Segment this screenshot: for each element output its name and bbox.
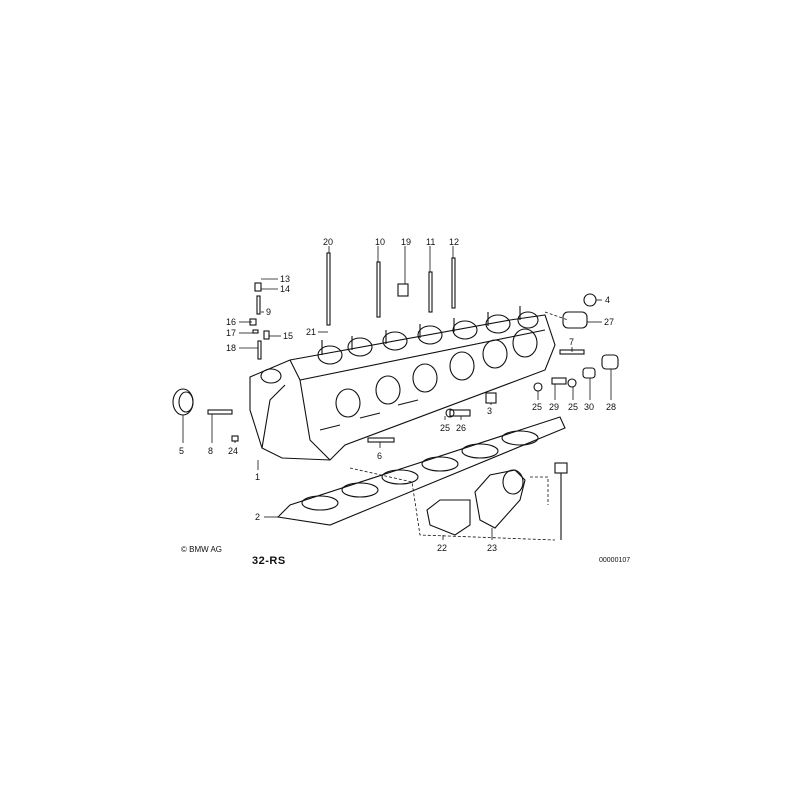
callout-7: 7: [569, 337, 574, 347]
callout-19: 19: [401, 237, 411, 247]
callout-2: 2: [255, 512, 260, 522]
guide-lines: [349, 311, 569, 541]
callout-21: 21: [306, 327, 316, 337]
callout-20: 20: [323, 237, 333, 247]
diagram-reference-number: 00000107: [599, 557, 631, 564]
callout-25-b: 25: [532, 402, 542, 412]
callout-23: 23: [487, 543, 497, 553]
callout-4: 4: [605, 295, 610, 305]
callout-30: 30: [584, 402, 594, 412]
callout-26: 26: [456, 423, 466, 433]
callout-14: 14: [280, 284, 290, 294]
callout-10: 10: [375, 237, 385, 247]
callout-17: 17: [226, 328, 236, 338]
callout-8: 8: [208, 446, 213, 456]
callout-27: 27: [604, 317, 614, 327]
callout-25-a: 25: [440, 423, 450, 433]
callout-16: 16: [226, 317, 236, 327]
cylinder-head: [249, 306, 556, 461]
copyright-label: © BMW AG: [181, 545, 223, 554]
thermostat-housing: [426, 462, 568, 540]
head-gasket: [276, 416, 566, 526]
callout-6: 6: [377, 451, 382, 461]
callout-15: 15: [283, 331, 293, 341]
callout-28: 28: [606, 402, 616, 412]
callout-9: 9: [266, 307, 271, 317]
callout-11: 11: [426, 237, 435, 247]
section-code: 32-RS: [252, 555, 286, 567]
leader-lines: [182, 246, 612, 540]
callout-3: 3: [487, 406, 492, 416]
callout-12: 12: [449, 237, 459, 247]
oil-seal: [172, 388, 194, 416]
callout-1: 1: [255, 472, 260, 482]
callout-24: 24: [228, 446, 238, 456]
callout-25-c: 25: [568, 402, 578, 412]
callout-29: 29: [549, 402, 559, 412]
studs: [249, 252, 456, 360]
callout-13: 13: [280, 274, 290, 284]
callout-22: 22: [437, 543, 447, 553]
callout-labels: 20 10 19 11 12 13 14 9 16 17 15 18 21 4 …: [179, 237, 616, 553]
callout-5: 5: [179, 446, 184, 456]
callout-18: 18: [226, 343, 236, 353]
